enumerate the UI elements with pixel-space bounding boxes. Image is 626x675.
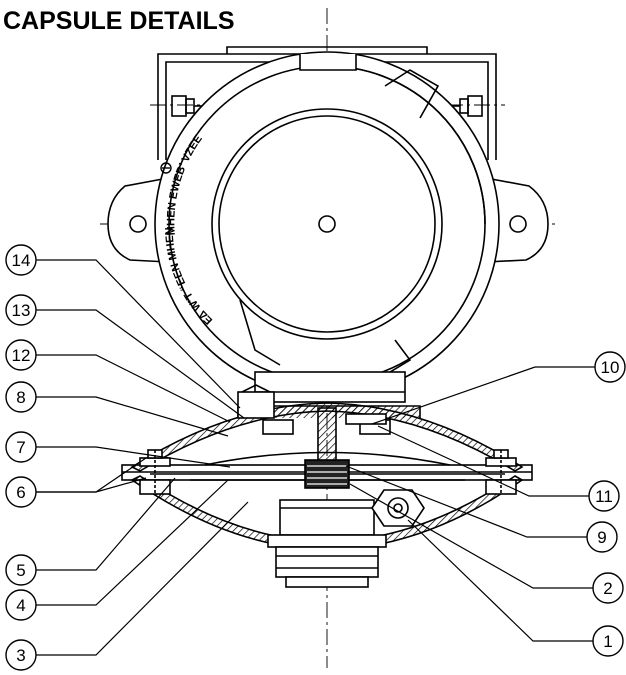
callout-leader-12 xyxy=(36,354,231,423)
callout-leader-13 xyxy=(36,309,245,419)
callout-circle-14 xyxy=(5,244,37,276)
callout-leader-1 xyxy=(407,519,593,642)
callout-label-1: 1 xyxy=(603,632,612,651)
callout-label-2: 2 xyxy=(603,579,612,598)
flange-bolt-left xyxy=(139,449,171,495)
capsule-body xyxy=(121,384,533,551)
callout-leader-10 xyxy=(371,366,595,425)
callout-circle-1 xyxy=(592,625,624,657)
callout-label-11: 11 xyxy=(595,487,613,506)
callout-circle-11 xyxy=(588,480,620,512)
earth-symbol xyxy=(160,162,172,174)
callout-circle-13 xyxy=(5,294,37,326)
callout-leader-8 xyxy=(36,396,229,437)
callout-layer: 14 13 12 8 7 6 5 4 3 10 11 9 2 1 xyxy=(5,244,626,671)
flange-bolt-right xyxy=(485,449,517,495)
vent-plug xyxy=(371,489,425,527)
callout-label-12: 12 xyxy=(12,346,31,365)
callout-circle-6 xyxy=(5,476,37,508)
callout-circle-7 xyxy=(5,431,37,463)
callout-circle-2 xyxy=(592,572,624,604)
callout-leader-4 xyxy=(36,479,229,606)
process-connection xyxy=(267,499,387,588)
callout-leader-2 xyxy=(349,483,593,589)
callout-label-4: 4 xyxy=(16,596,25,615)
callout-leader-11 xyxy=(377,425,589,497)
callout-circle-3 xyxy=(5,639,37,671)
callout-label-8: 8 xyxy=(16,388,25,407)
callout-label-3: 3 xyxy=(16,646,25,665)
callout-circle-9 xyxy=(586,521,618,553)
callout-label-10: 10 xyxy=(601,358,620,377)
callout-label-14: 14 xyxy=(12,251,31,270)
callout-leader-6 xyxy=(36,477,147,493)
callout-circle-12 xyxy=(5,339,37,371)
callout-label-6: 6 xyxy=(16,483,25,502)
callout-circle-4 xyxy=(5,589,37,621)
page-title: CAPSULE DETAILS xyxy=(3,7,235,35)
callout-leader-5 xyxy=(36,477,176,571)
callout-circle-8 xyxy=(5,381,37,413)
mounting-ears xyxy=(107,177,549,263)
callout-leader-3 xyxy=(36,501,249,656)
stem xyxy=(254,371,406,403)
callout-label-7: 7 xyxy=(16,438,25,457)
callout-label-5: 5 xyxy=(16,561,25,580)
callout-leader-7 xyxy=(36,446,231,468)
enclosure-housing xyxy=(154,51,500,397)
callout-label-13: 13 xyxy=(12,301,31,320)
callout-leader-9 xyxy=(345,465,587,538)
callout-label-9: 9 xyxy=(597,528,606,547)
callout-leader-6 xyxy=(36,457,147,493)
callout-leader-14 xyxy=(36,259,241,409)
callout-circle-10 xyxy=(594,351,626,383)
callout-circle-5 xyxy=(5,554,37,586)
